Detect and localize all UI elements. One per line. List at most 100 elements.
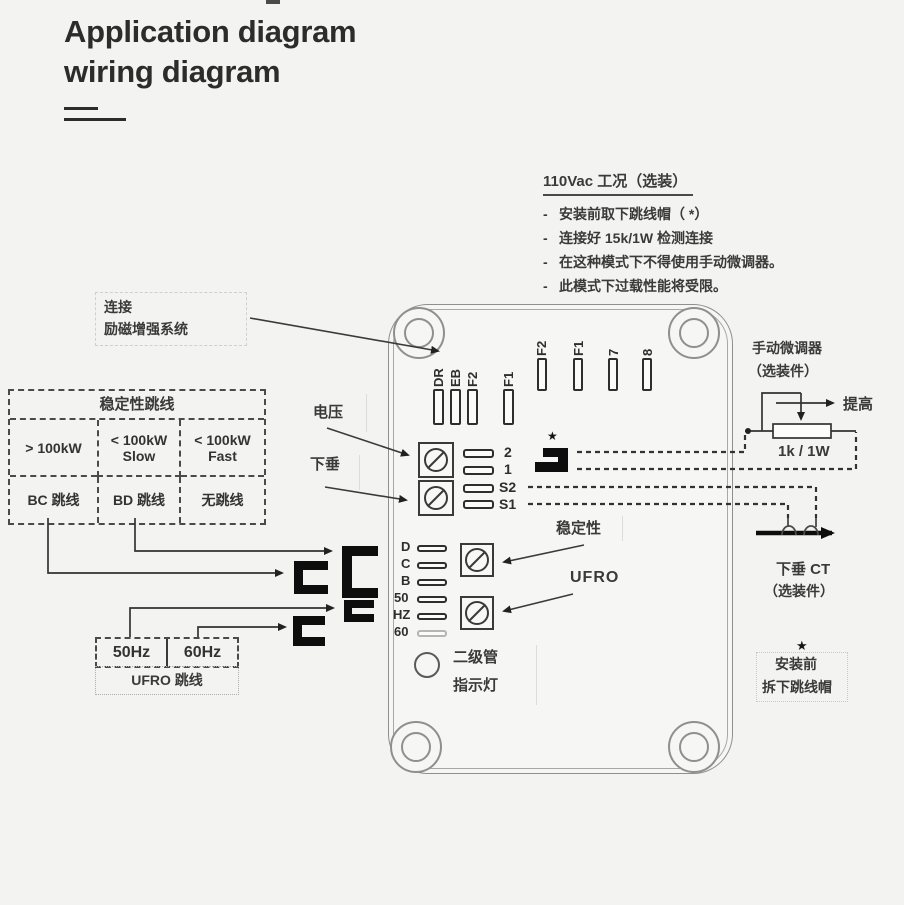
jumper-pad-2 bbox=[463, 449, 494, 458]
droop-ct-label-2: （选装件） bbox=[764, 583, 834, 599]
led-indicator bbox=[414, 652, 440, 678]
note-text: 此模式下过载性能将受限。 bbox=[559, 278, 727, 294]
terminal-label-8: 8 bbox=[640, 348, 655, 356]
bullet-dash: - bbox=[543, 254, 548, 270]
led-label-1: 二级管 bbox=[453, 649, 499, 666]
jumper-cap-bracket-large bbox=[342, 546, 378, 598]
cell-text: > 100kW bbox=[25, 439, 82, 456]
note-text: 连接好 15k/1W 检测连接 bbox=[559, 230, 714, 246]
title-line-2: wiring diagram bbox=[64, 54, 281, 89]
bc-jumper-wire bbox=[47, 518, 284, 577]
table-cell: BC 跳线 bbox=[27, 492, 80, 508]
raise-label: 提高 bbox=[843, 396, 874, 413]
board-jumper-cap-bottom bbox=[535, 462, 568, 472]
bullet-dash: - bbox=[543, 278, 548, 294]
mounting-hole-inner bbox=[679, 318, 709, 348]
ct-coil-2 bbox=[803, 525, 819, 536]
pad-label-60: 60 bbox=[394, 624, 409, 639]
pot-dial bbox=[424, 486, 448, 510]
pad-label-d: D bbox=[401, 539, 411, 554]
title-line-1: Application diagram bbox=[64, 14, 357, 49]
notes-heading: 110Vac 工况（选装） bbox=[543, 170, 694, 196]
table-cell: 无跳线 bbox=[201, 492, 244, 508]
ufro-label: UFRO bbox=[570, 569, 620, 586]
cell-text: Fast bbox=[208, 447, 237, 464]
pad-label-s1: S1 bbox=[499, 496, 517, 512]
wire-60hz bbox=[197, 623, 287, 637]
led-label-2: 指示灯 bbox=[453, 677, 499, 694]
terminal-label-f1: F1 bbox=[501, 371, 516, 387]
terminal-pad-f2 bbox=[467, 389, 478, 425]
terminal-pad-f2-main bbox=[537, 358, 547, 391]
terminal-label-f2: F2 bbox=[465, 371, 480, 387]
terminal-pad-7 bbox=[608, 358, 618, 391]
terminal-label-7: 7 bbox=[606, 348, 621, 356]
note-item: -此模式下过载性能将受限。 bbox=[543, 274, 843, 298]
freq-pad-hz bbox=[417, 613, 447, 620]
freq-pad-d bbox=[417, 545, 447, 552]
pot-dial bbox=[424, 448, 448, 472]
terminal-label-dr: DR bbox=[431, 368, 446, 387]
note-text: 在这种模式下不得使用手动微调器。 bbox=[559, 254, 783, 270]
star-note-box bbox=[756, 652, 848, 702]
jumper-cap-star: ★ bbox=[547, 429, 558, 443]
pot-dial bbox=[465, 548, 489, 572]
stability-label: 稳定性 bbox=[556, 520, 602, 537]
wiper-wire bbox=[761, 392, 801, 431]
droop-ct-label-1: 下垂 CT bbox=[776, 561, 831, 578]
notes-list: -安装前取下跳线帽（ *） -连接好 15k/1W 检测连接 -在这种模式下不得… bbox=[543, 202, 843, 298]
droop-label: 下垂 bbox=[310, 456, 341, 473]
mounting-hole-inner bbox=[679, 732, 709, 762]
mounting-hole-top-right bbox=[668, 307, 720, 359]
droop-potentiometer bbox=[418, 480, 454, 516]
board-jumper-cap-top bbox=[543, 448, 568, 457]
board-jumper-cap-right bbox=[558, 448, 568, 471]
pad-label-1: 1 bbox=[504, 461, 512, 477]
freq-50hz: 50Hz bbox=[97, 639, 168, 666]
terminal-pad-8 bbox=[642, 358, 652, 391]
cell-text: Slow bbox=[122, 447, 156, 464]
trimmer-title-2: （选装件） bbox=[748, 363, 818, 379]
note-item: -连接好 15k/1W 检测连接 bbox=[543, 226, 843, 250]
star-note-star: ★ bbox=[796, 638, 808, 653]
freq-pad-50 bbox=[417, 596, 447, 603]
ufro-potentiometer bbox=[460, 596, 494, 630]
jumper-cap-bracket-bc bbox=[294, 561, 328, 594]
cell-text: < 100kW bbox=[194, 431, 251, 448]
connect-excitation-label: 连接 励磁增强系统 bbox=[95, 292, 247, 346]
bullet-dash: - bbox=[543, 206, 548, 222]
table-header: 稳定性跳线 bbox=[10, 391, 264, 420]
title-underline-short bbox=[64, 107, 98, 110]
pad-label-hz: HZ bbox=[393, 607, 411, 622]
note-item: -在这种模式下不得使用手动微调器。 bbox=[543, 250, 843, 274]
resistor-value-label: 1k / 1W bbox=[778, 443, 830, 460]
mounting-hole-bottom-right bbox=[668, 721, 720, 773]
faint-line bbox=[622, 516, 623, 541]
trimmer-resistor bbox=[772, 423, 832, 439]
mounting-hole-bottom-left bbox=[390, 721, 442, 773]
jumper-pad-s2 bbox=[463, 484, 494, 493]
jumper-cap-bracket-60hz bbox=[293, 616, 325, 646]
faint-line bbox=[359, 455, 360, 490]
notes-110vac: 110Vac 工况（选装） -安装前取下跳线帽（ *） -连接好 15k/1W … bbox=[543, 170, 843, 298]
avr-board-inner-outline bbox=[393, 309, 728, 769]
ufro-jumper-caption: UFRO 跳线 bbox=[95, 666, 239, 695]
voltage-label: 电压 bbox=[313, 404, 344, 421]
terminal-pad-f1 bbox=[503, 389, 514, 425]
pad-label-2: 2 bbox=[504, 444, 512, 460]
bullet-dash: - bbox=[543, 230, 548, 246]
cropped-text-fragment bbox=[266, 0, 280, 4]
jumper-pad-1 bbox=[463, 466, 494, 475]
terminal-pad-dr bbox=[433, 389, 444, 425]
page-title: Application diagram wiring diagram bbox=[64, 12, 357, 92]
freq-pad-b bbox=[417, 579, 447, 586]
table-cell: > 100kW bbox=[10, 420, 97, 477]
avr-board-outline bbox=[388, 304, 733, 774]
table-row: BC 跳线 BD 跳线 无跳线 bbox=[10, 477, 264, 523]
terminal-label-f1-main: F1 bbox=[571, 340, 586, 356]
freq-60hz: 60Hz bbox=[183, 644, 222, 661]
freq-pad-c bbox=[417, 562, 447, 569]
connect-line-2: 励磁增强系统 bbox=[104, 321, 188, 337]
